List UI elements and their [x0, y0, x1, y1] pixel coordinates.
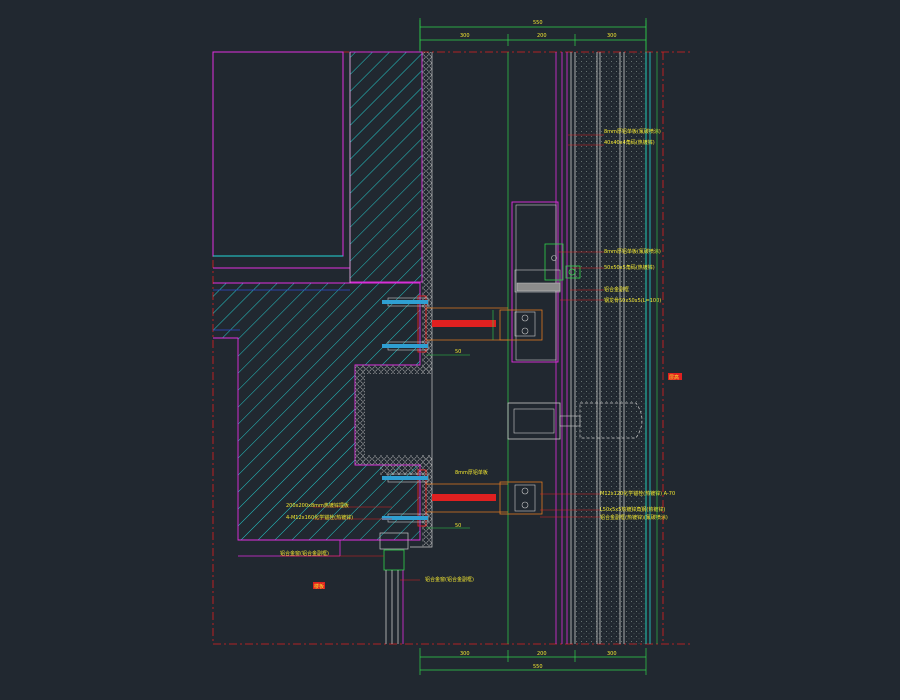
annotation-left-3: 铝合金窗(铝合金副框) — [425, 576, 474, 583]
bottom-dim-3: 300 — [607, 651, 617, 657]
annotation-right-1: 40x40x4角码(热镀锌) — [604, 139, 655, 146]
top-total-dim: 550 — [533, 20, 543, 26]
anchor-dim-upper: 50 — [455, 349, 461, 355]
facade-stone-layer — [575, 52, 646, 644]
annotation-right-8: 铝合金副框(热镀锌)(氟碳喷涂) — [600, 514, 668, 521]
slab-concrete-hatch — [213, 283, 420, 540]
annotation-right-3: 50x50x5角码(热镀锌) — [604, 264, 655, 271]
insulation-lower-sill — [380, 465, 422, 475]
window-frame — [238, 532, 409, 644]
bottom-dimensions — [419, 648, 647, 675]
upper-anchor-plate — [382, 295, 543, 356]
left-leader-lines — [280, 506, 420, 581]
annotation-right-4: 铝合金副框 — [604, 286, 629, 293]
anchor-dim-lower: 50 — [455, 523, 461, 529]
top-dim-1: 300 — [460, 33, 470, 39]
insulation-recess-top — [362, 365, 432, 374]
bottom-dim-2: 200 — [537, 651, 547, 657]
section-tag-1: 层高 — [669, 374, 679, 381]
annotation-right-6: M12x120化学锚栓(热镀锌) A-70 — [600, 490, 675, 497]
facade-layer-lines — [555, 52, 651, 644]
section-tag-0: 楼板 — [314, 583, 324, 590]
insulation-recess-bottom — [362, 455, 432, 465]
annotation-right-7: L50x5x5热镀锌角钢(热镀锌) — [600, 506, 665, 513]
insulation-upper — [422, 52, 432, 374]
right-leader-lines — [540, 134, 604, 518]
interior-room-outline — [212, 51, 351, 269]
annotation-left-0: 200x200x8mm热镀锌埋板 — [286, 502, 349, 509]
tag-box-right — [668, 373, 682, 380]
top-dim-3: 300 — [607, 33, 617, 39]
annotation-left-1: 4-M12x160化学锚栓(热镀锌) — [286, 514, 353, 521]
insulation-recess-side — [355, 365, 365, 465]
mid-mullion-profile — [507, 402, 643, 440]
annotation-right-5: 钢龙骨50x50x5(L=100) — [604, 297, 661, 304]
lower-anchor-plate — [382, 469, 543, 529]
tag-box-left — [313, 582, 325, 589]
top-dim-2: 200 — [537, 33, 547, 39]
annotation-right-2: 8mm厚铝单板(氟碳喷涂) — [604, 248, 661, 255]
upper-bracket-assembly — [511, 201, 581, 363]
insulation-outline — [349, 52, 433, 548]
annotation-left-2: 铝合金窗(铝合金副框) — [280, 550, 329, 557]
annotation-mid: 8mm厚铝单板 — [455, 469, 488, 476]
bottom-dim-1: 300 — [460, 651, 470, 657]
upper-concrete-hatch — [350, 52, 422, 282]
annotation-right-0: 8mm厚铝单板(氟碳喷涂) — [604, 128, 661, 135]
bottom-total-dim: 550 — [533, 664, 543, 670]
insulation-lower — [422, 455, 432, 547]
